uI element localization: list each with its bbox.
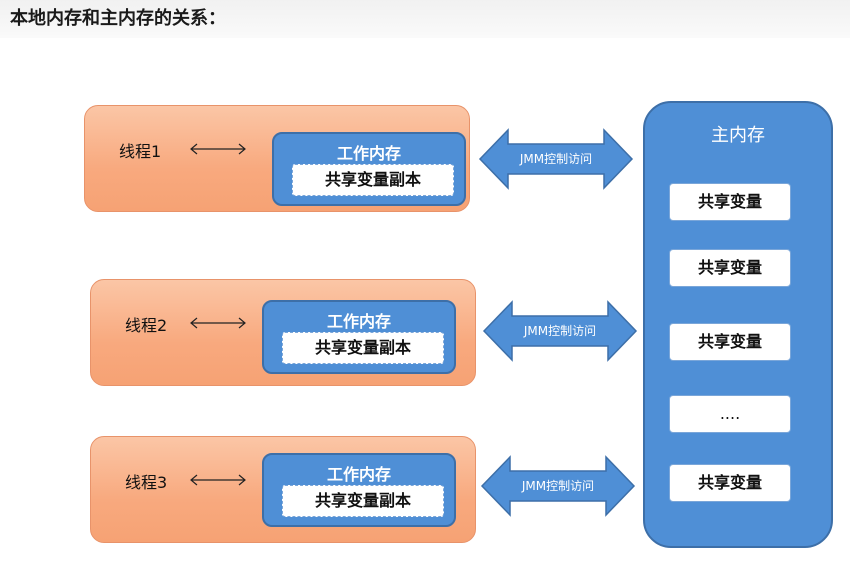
shared-variable-box: 共享变量 [669,249,791,287]
thread-2-work-memory: 工作内存 共享变量副本 [262,300,456,374]
header-band [0,0,850,38]
main-memory-box: 主内存 共享变量 共享变量 共享变量 .... 共享变量 [643,101,833,548]
shared-variable-box: 共享变量 [669,183,791,221]
jmm-arrow-3-icon [480,455,636,517]
jmm-arrow-1-icon [478,128,634,190]
shared-variable-box: 共享变量 [669,323,791,361]
double-arrow-icon [190,474,246,486]
jmm-control-label: JMM控制访问 [523,324,597,338]
page-title: 本地内存和主内存的关系： [10,8,226,29]
main-memory-title: 主内存 [711,125,765,146]
double-arrow-icon [190,143,246,155]
ellipsis-box: .... [669,395,791,433]
double-arrow-icon [190,317,246,329]
shared-variable-copy: 共享变量副本 [282,332,444,364]
shared-variable-copy: 共享变量副本 [292,164,454,196]
thread-3-work-memory: 工作内存 共享变量副本 [262,453,456,527]
shared-variable-box: 共享变量 [669,464,791,502]
thread-2-label: 线程2 [125,316,168,335]
thread-1-label: 线程1 [119,142,162,161]
thread-1-work-memory: 工作内存 共享变量副本 [272,132,466,206]
work-memory-title: 工作内存 [336,144,401,163]
shared-variable-copy: 共享变量副本 [282,485,444,517]
jmm-control-label: JMM控制访问 [521,479,595,493]
thread-3-label: 线程3 [125,473,168,492]
jmm-arrow-2-icon [482,300,638,362]
work-memory-title: 工作内存 [326,312,391,331]
work-memory-title: 工作内存 [326,465,391,484]
jmm-control-label: JMM控制访问 [519,152,593,166]
